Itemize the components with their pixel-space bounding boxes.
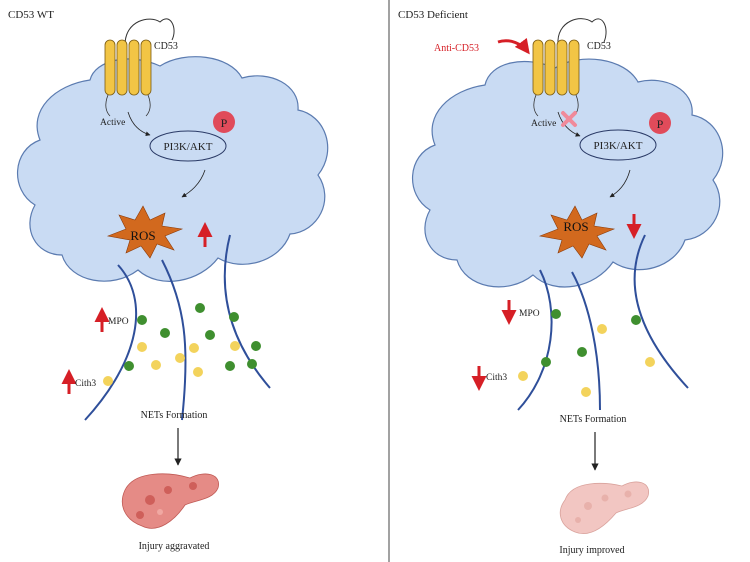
mpo-dot	[577, 347, 587, 357]
mpo-dots	[124, 303, 261, 371]
cith3-dot	[518, 371, 528, 381]
activation-arrow	[127, 111, 151, 137]
mpo-dot	[247, 359, 257, 369]
cd53-receptor	[104, 18, 175, 117]
neutrophil-cell	[412, 58, 724, 288]
cith3-dot	[175, 353, 185, 363]
net-fibers	[517, 234, 689, 411]
cith3-dot	[193, 367, 203, 377]
phosphorylation-badge	[213, 111, 235, 133]
cith3-dot	[581, 387, 591, 397]
cith3-dots	[518, 324, 655, 397]
cd53-label: CD53	[587, 41, 611, 52]
panel-title: CD53 WT	[8, 9, 54, 21]
inhibitor-arrow	[497, 37, 530, 55]
pi3k-akt-node	[579, 129, 657, 161]
mpo-dot	[195, 303, 205, 313]
active-label: Active	[531, 119, 556, 129]
cith3-dots	[103, 341, 240, 386]
cith3-dot	[597, 324, 607, 334]
anti-cd53-label: Anti-CD53	[434, 43, 479, 54]
ros-label: ROS	[563, 219, 588, 234]
ros-burst	[538, 205, 616, 259]
pi3k-akt-node	[149, 130, 227, 162]
panel-left: CD53 WT CD53 Active PI3K/AKT P ROS	[8, 9, 329, 552]
pi3k-akt-label: PI3K/AKT	[164, 141, 213, 153]
mpo-label: MPO	[519, 309, 540, 319]
cith3-dot	[137, 342, 147, 352]
phospho-label: P	[657, 117, 664, 131]
activation-arrow	[557, 111, 581, 137]
mpo-dot	[251, 341, 261, 351]
neutrophil-cell	[17, 56, 329, 282]
panel-right: CD53 Deficient Anti-CD53 CD53 Active PI3…	[398, 9, 724, 556]
cith3-dot	[189, 343, 199, 353]
phospho-label: P	[221, 116, 228, 130]
cith3-dot	[151, 360, 161, 370]
pancreas-illustration	[121, 473, 219, 529]
cith3-dot	[230, 341, 240, 351]
pancreas-illustration	[559, 481, 650, 534]
panel-title: CD53 Deficient	[398, 9, 468, 21]
nets-label: NETs Formation	[141, 410, 208, 421]
mpo-dot	[541, 357, 551, 367]
mpo-label: MPO	[108, 317, 129, 327]
mpo-dot	[124, 361, 134, 371]
outcome-label: Injury improved	[559, 545, 624, 556]
cith3-dot	[103, 376, 113, 386]
mpo-dot	[205, 330, 215, 340]
pi3k-akt-label: PI3K/AKT	[594, 140, 643, 152]
outcome-label: Injury aggravated	[139, 541, 210, 552]
cith3-label: Cith3	[486, 373, 507, 383]
mpo-dot	[160, 328, 170, 338]
nets-label: NETs Formation	[560, 414, 627, 425]
mpo-dot	[551, 309, 561, 319]
ros-label: ROS	[130, 228, 155, 243]
signal-arrow	[609, 169, 631, 198]
mpo-dot	[137, 315, 147, 325]
cith3-dot	[645, 357, 655, 367]
mpo-dot	[631, 315, 641, 325]
blocked-x-icon	[561, 111, 577, 127]
ros-burst	[106, 205, 184, 259]
mpo-dot	[229, 312, 239, 322]
active-label: Active	[100, 118, 125, 128]
mpo-dot	[225, 361, 235, 371]
cd53-label: CD53	[154, 41, 178, 52]
cith3-label: Cith3	[75, 379, 96, 389]
cd53-receptor	[532, 18, 607, 117]
mpo-dots	[541, 309, 641, 367]
phosphorylation-badge	[649, 112, 671, 134]
signal-arrow	[181, 169, 206, 198]
